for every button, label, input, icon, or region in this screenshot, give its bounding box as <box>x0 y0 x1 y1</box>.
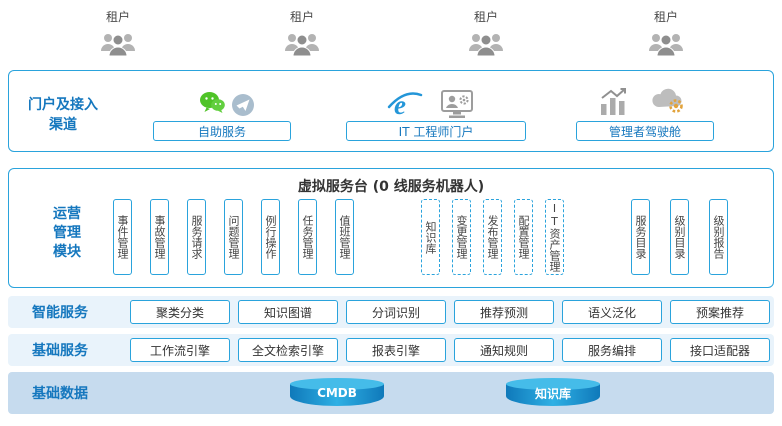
module-box: 事件管理 <box>113 199 132 275</box>
portal-section: 门户及接入 渠道 e <box>8 70 774 152</box>
engineer-desk-icon <box>441 90 473 118</box>
module-label: 变更管理 <box>455 215 468 259</box>
module-label: 值班管理 <box>338 215 351 259</box>
module-label: 问题管理 <box>227 215 240 259</box>
tenant-label: 租户 <box>289 10 314 24</box>
module-box: 任务管理 <box>298 199 317 275</box>
module-box: 级别报告 <box>709 199 728 275</box>
basic-service-chip[interactable]: 接口适配器 <box>670 338 770 362</box>
ops-module-title: 运营 管理 模块 <box>35 205 99 262</box>
module-label: 服务请求 <box>190 215 203 259</box>
portal-section-title: 门户及接入 渠道 <box>17 95 109 135</box>
basic-service-chip[interactable]: 工作流引擎 <box>130 338 230 362</box>
user-group-icon <box>285 34 319 57</box>
cloud-gear-icon <box>652 88 683 113</box>
module-label: 知识库 <box>424 220 437 254</box>
portal-title-line2: 渠道 <box>49 117 77 133</box>
user-group-icon <box>649 34 683 57</box>
module-box: 例行操作 <box>261 199 280 275</box>
module-box: 知识库 <box>421 199 440 275</box>
portal-title-line1: 门户及接入 <box>28 97 98 113</box>
module-box: 服务请求 <box>187 199 206 275</box>
smart-services-title: 智能服务 <box>32 305 88 321</box>
smart-services-items: 聚类分类 知识图谱 分词识别 推荐预测 语义泛化 预案推荐 <box>130 300 770 324</box>
knowledge-base-label: 知识库 <box>534 386 571 401</box>
basic-services-items: 工作流引擎 全文检索引擎 报表引擎 通知规则 服务编排 接口适配器 <box>130 338 770 362</box>
basic-service-chip[interactable]: 服务编排 <box>562 338 662 362</box>
wechat-icon <box>200 92 225 113</box>
cmdb-database-cylinder: CMDB <box>290 378 384 406</box>
smart-service-chip[interactable]: 语义泛化 <box>562 300 662 324</box>
user-group-icon <box>469 34 503 57</box>
cmdb-label: CMDB <box>317 386 357 400</box>
module-label: IT资产管理 <box>548 202 561 272</box>
bar-chart-icon <box>601 88 626 115</box>
basic-data-title: 基础数据 <box>32 386 88 402</box>
ops-dashed-modules: 知识库 变更管理 发布管理 配置管理 IT资产管理 <box>421 199 564 275</box>
smart-services-row: 智能服务 聚类分类 知识图谱 分词识别 推荐预测 语义泛化 预案推荐 <box>8 296 774 328</box>
ops-process-modules: 事件管理 事故管理 服务请求 问题管理 例行操作 任务管理 值班管理 <box>113 199 354 275</box>
tenant-label: 租户 <box>105 10 130 24</box>
self-service-button[interactable]: 自助服务 <box>153 121 291 141</box>
basic-data-row: 基础数据 <box>8 372 774 414</box>
smart-service-chip[interactable]: 知识图谱 <box>238 300 338 324</box>
service-desk-section: 虚拟服务台 (0 线服务机器人) 运营 管理 模块 事件管理 事故管理 服务请求… <box>8 168 774 288</box>
module-box: 配置管理 <box>514 199 533 275</box>
smart-service-chip[interactable]: 预案推荐 <box>670 300 770 324</box>
module-label: 例行操作 <box>264 215 277 259</box>
ops-title-line3: 模块 <box>53 244 81 260</box>
tenant-group: 租户 <box>446 8 526 58</box>
ops-catalog-modules: 服务目录 级别目录 级别报告 <box>631 199 728 275</box>
module-box: 值班管理 <box>335 199 354 275</box>
user-group-icon <box>101 34 135 57</box>
manager-cockpit-button[interactable]: 管理者驾驶舱 <box>576 121 714 141</box>
module-box: 级别目录 <box>670 199 689 275</box>
smart-service-chip[interactable]: 聚类分类 <box>130 300 230 324</box>
module-label: 服务目录 <box>634 215 647 259</box>
module-box: 事故管理 <box>150 199 169 275</box>
basic-service-chip[interactable]: 报表引擎 <box>346 338 446 362</box>
service-desk-title: 虚拟服务台 (0 线服务机器人) <box>297 179 485 195</box>
module-box: 问题管理 <box>224 199 243 275</box>
module-label: 事故管理 <box>153 215 166 259</box>
ops-title-line2: 管理 <box>53 225 81 241</box>
module-box: 变更管理 <box>452 199 471 275</box>
smart-service-chip[interactable]: 分词识别 <box>346 300 446 324</box>
knowledge-base-cylinder: 知识库 <box>506 378 600 406</box>
module-label: 级别报告 <box>712 215 725 259</box>
it-engineer-portal-button[interactable]: IT 工程师门户 <box>346 121 526 141</box>
module-box: IT资产管理 <box>545 199 564 275</box>
module-label: 配置管理 <box>517 215 530 259</box>
module-box: 发布管理 <box>483 199 502 275</box>
tenant-group: 租户 <box>78 8 158 58</box>
svg-text:e: e <box>394 90 406 119</box>
tenant-group: 租户 <box>262 8 342 58</box>
ie-browser-icon: e <box>387 90 423 119</box>
basic-services-title: 基础服务 <box>32 343 88 359</box>
basic-service-chip[interactable]: 全文检索引擎 <box>238 338 338 362</box>
paper-plane-icon <box>232 94 254 116</box>
module-label: 发布管理 <box>486 215 499 259</box>
tenant-label: 租户 <box>473 10 498 24</box>
tenant-group: 租户 <box>626 8 706 58</box>
basic-services-row: 基础服务 工作流引擎 全文检索引擎 报表引擎 通知规则 服务编排 接口适配器 <box>8 334 774 366</box>
ops-title-line1: 运营 <box>53 206 81 222</box>
tenant-label: 租户 <box>653 10 678 24</box>
module-label: 事件管理 <box>116 215 129 259</box>
smart-service-chip[interactable]: 推荐预测 <box>454 300 554 324</box>
module-box: 服务目录 <box>631 199 650 275</box>
module-label: 级别目录 <box>673 215 686 259</box>
module-label: 任务管理 <box>301 215 314 259</box>
basic-service-chip[interactable]: 通知规则 <box>454 338 554 362</box>
